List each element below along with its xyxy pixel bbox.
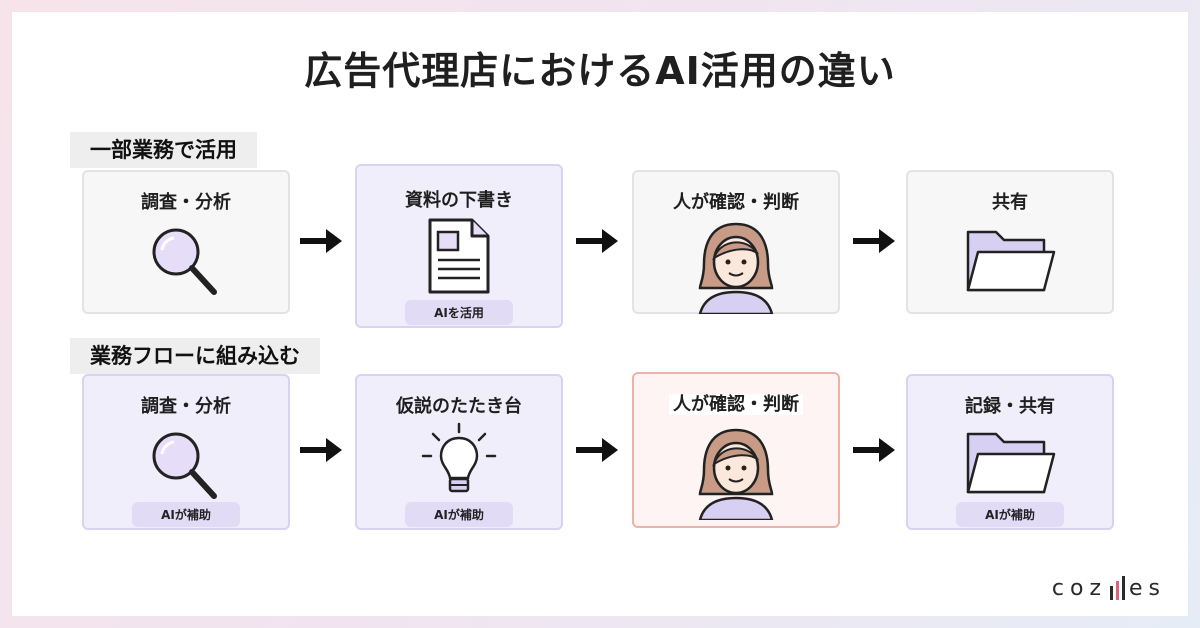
step-title: 人が確認・判断 — [673, 192, 799, 213]
folder-icon — [966, 230, 1056, 292]
step-card-research-ai: 調査・分析 AIが補助 — [82, 374, 290, 530]
step-card-share: 共有 — [906, 170, 1114, 314]
ai-badge: AIを活用 — [405, 300, 513, 325]
step-title: 共有 — [992, 192, 1028, 213]
logo-bars-icon — [1110, 576, 1125, 600]
folder-icon — [966, 432, 1056, 494]
step-title-text: 人が確認・判断 — [669, 394, 803, 415]
step-title: 人が確認・判断 — [634, 390, 838, 416]
page-title: 広告代理店におけるAI活用の違い — [304, 49, 896, 93]
magnifier-icon — [152, 432, 217, 499]
step-title: 調査・分析 — [141, 192, 231, 213]
step-card-draft: 資料の下書き AIを活用 — [355, 164, 563, 328]
section-label-integrated: 業務フローに組み込む — [70, 338, 320, 374]
magnifier-icon — [152, 228, 217, 295]
arrow-right-icon — [576, 229, 618, 253]
step-card-hypothesis: 仮説のたたき台 AIが補助 — [355, 374, 563, 530]
arrow-right-icon — [576, 438, 618, 462]
step-title: 記録・共有 — [965, 396, 1055, 417]
arrow-right-icon — [300, 229, 342, 253]
step-card-review-human: 人が確認・判断 — [632, 372, 840, 528]
section-label-partial: 一部業務で活用 — [70, 132, 257, 168]
ai-badge: AIが補助 — [132, 502, 240, 527]
ai-badge: AIが補助 — [405, 502, 513, 527]
arrow-right-icon — [853, 438, 895, 462]
step-card-record-share: 記録・共有 AIが補助 — [906, 374, 1114, 530]
arrow-right-icon — [300, 438, 342, 462]
logo-text-left: coz — [1051, 576, 1107, 601]
step-card-research: 調査・分析 — [82, 170, 290, 314]
step-title: 資料の下書き — [405, 190, 513, 211]
ai-badge: AIが補助 — [956, 502, 1064, 527]
lightbulb-icon — [421, 422, 497, 493]
step-title: 仮説のたたき台 — [396, 396, 522, 417]
brand-logo: coz es — [1052, 576, 1166, 602]
step-title: 調査・分析 — [141, 396, 231, 417]
document-icon — [428, 218, 490, 294]
person-icon — [698, 428, 774, 520]
person-icon — [698, 222, 774, 314]
step-card-review: 人が確認・判断 — [632, 170, 840, 314]
arrow-right-icon — [853, 229, 895, 253]
logo-text-right: es — [1129, 576, 1166, 601]
